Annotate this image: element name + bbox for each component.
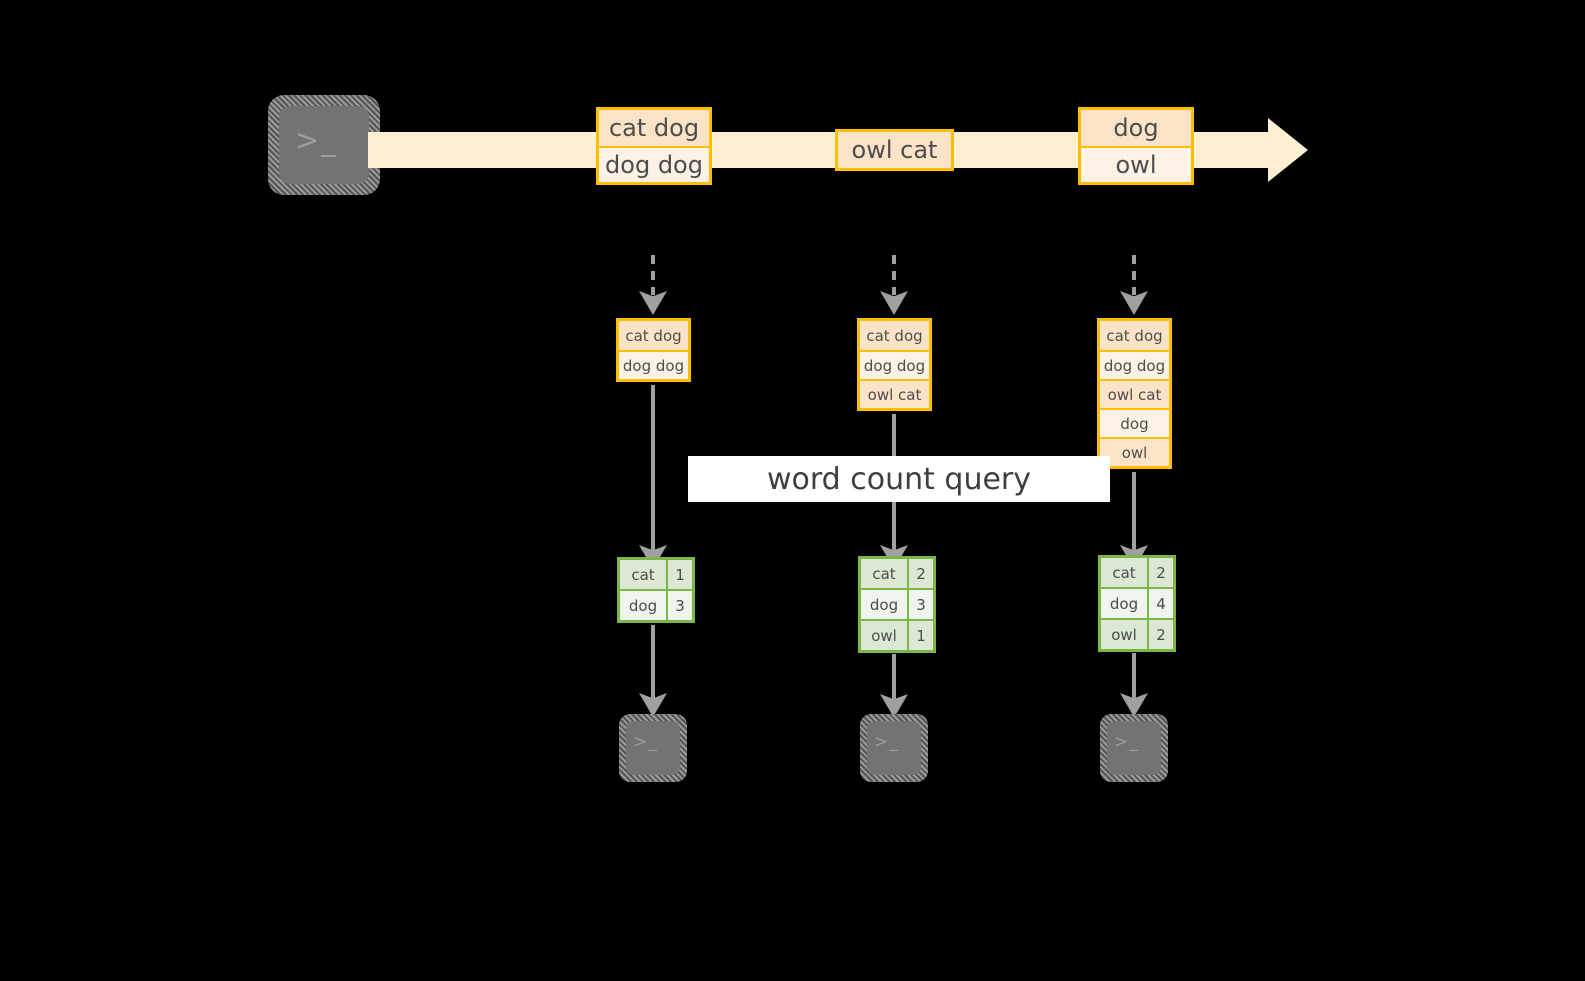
table-row: dog 3	[620, 589, 692, 620]
sink-terminal-icon-1: >_	[619, 714, 687, 782]
result-count: 2	[1147, 558, 1173, 587]
stream-batch-3: dog owl	[1078, 107, 1194, 185]
arrow-line	[892, 654, 896, 704]
table-row: owl 1	[861, 619, 933, 650]
query-label: word count query	[766, 461, 1032, 497]
result-word: owl	[1101, 620, 1147, 649]
input-row: owl cat	[1100, 379, 1169, 408]
arrow-line	[1132, 472, 1136, 555]
stream-line: dog dog	[599, 146, 709, 182]
result-table-1: cat 1 dog 3	[617, 557, 695, 623]
sink-terminal-icon-2: >_	[860, 714, 928, 782]
result-word: cat	[620, 560, 666, 589]
result-word: dog	[620, 591, 666, 620]
input-row: dog dog	[1100, 350, 1169, 379]
table-row: dog 4	[1101, 587, 1173, 618]
result-word: cat	[861, 559, 907, 588]
terminal-screen	[626, 721, 680, 775]
trigger-arrow-1	[639, 255, 667, 315]
arrow-line	[1132, 653, 1136, 703]
result-count: 1	[666, 560, 692, 589]
table-row: owl 2	[1101, 618, 1173, 649]
input-row: dog dog	[860, 350, 929, 379]
input-row: owl cat	[860, 379, 929, 408]
stream-line: dog	[1081, 110, 1191, 146]
input-row: cat dog	[619, 321, 688, 350]
terminal-prompt: >_	[295, 123, 338, 157]
stream-batch-1: cat dog dog dog	[596, 107, 712, 185]
sink-arrow-2	[880, 654, 908, 718]
input-row: dog	[1100, 408, 1169, 437]
result-count: 3	[907, 590, 933, 619]
result-word: dog	[861, 590, 907, 619]
result-count: 3	[666, 591, 692, 620]
terminal-prompt: >_	[633, 732, 658, 752]
result-count: 4	[1147, 589, 1173, 618]
result-table-2: cat 2 dog 3 owl 1	[858, 556, 936, 653]
arrow-line	[651, 385, 655, 555]
terminal-screen	[279, 106, 369, 184]
input-row: owl	[1100, 437, 1169, 466]
stream-batch-2: owl cat	[835, 129, 954, 171]
sink-arrow-3	[1120, 653, 1148, 717]
input-table-1: cat dog dog dog	[616, 318, 691, 382]
table-row: dog 3	[861, 588, 933, 619]
stream-line: owl	[1081, 146, 1191, 182]
input-table-2: cat dog dog dog owl cat	[857, 318, 932, 411]
input-row: dog dog	[619, 350, 688, 379]
terminal-screen	[867, 721, 921, 775]
arrow-line	[651, 625, 655, 703]
result-table-3: cat 2 dog 4 owl 2	[1098, 555, 1176, 652]
sink-terminal-icon-3: >_	[1100, 714, 1168, 782]
arrow-line	[1132, 255, 1136, 295]
trigger-arrow-2	[880, 255, 908, 315]
result-word: owl	[861, 621, 907, 650]
arrow-line	[892, 255, 896, 295]
stream-line: owl cat	[838, 132, 951, 168]
query-arrow-1	[639, 385, 667, 570]
result-word: cat	[1101, 558, 1147, 587]
terminal-screen	[1107, 721, 1161, 775]
result-count: 2	[1147, 620, 1173, 649]
result-count: 2	[907, 559, 933, 588]
result-count: 1	[907, 621, 933, 650]
sink-arrow-1	[639, 625, 667, 717]
input-table-3: cat dog dog dog owl cat dog owl	[1097, 318, 1172, 469]
arrow-line	[651, 255, 655, 295]
result-word: dog	[1101, 589, 1147, 618]
input-row: cat dog	[1100, 321, 1169, 350]
table-row: cat 2	[861, 559, 933, 588]
terminal-prompt: >_	[1114, 732, 1139, 752]
query-label-band: word count query	[688, 456, 1110, 502]
table-row: cat 1	[620, 560, 692, 589]
input-row: cat dog	[860, 321, 929, 350]
arrow-head	[1268, 118, 1308, 182]
trigger-arrow-3	[1120, 255, 1148, 315]
table-row: cat 2	[1101, 558, 1173, 587]
terminal-prompt: >_	[874, 732, 899, 752]
stream-line: cat dog	[599, 110, 709, 146]
source-terminal-icon: >_	[268, 95, 380, 195]
